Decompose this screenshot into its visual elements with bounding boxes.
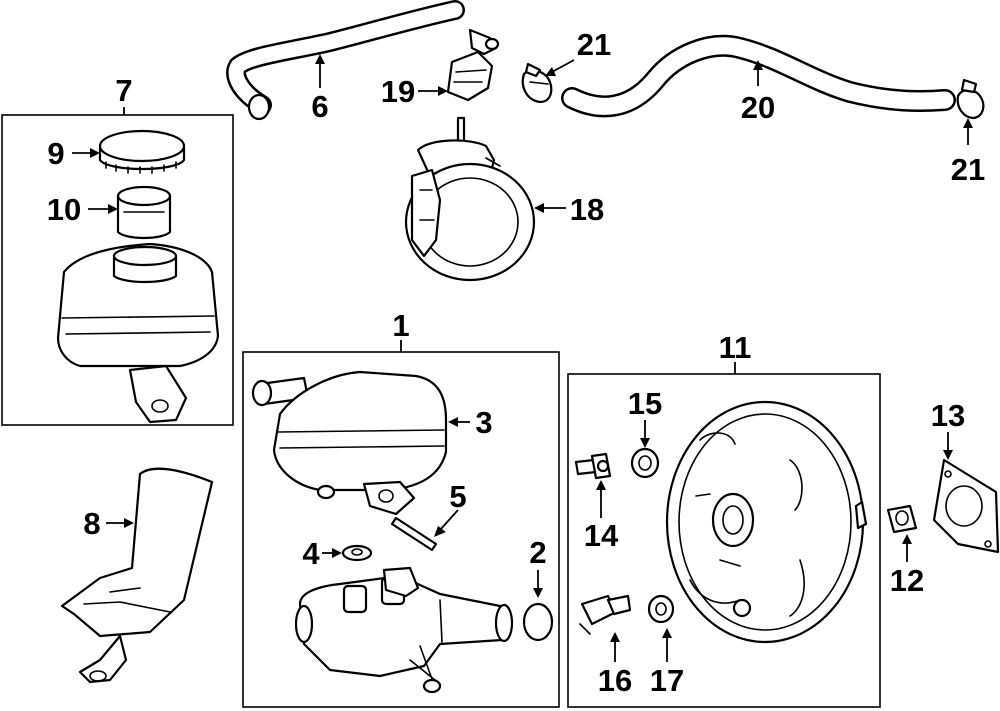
reservoir-tank [56,242,220,424]
callout-16: 16 [598,663,632,698]
part-17-grommet [647,594,675,624]
part-13-gasket [932,458,1000,554]
callout-21-upper: 21 [577,27,611,62]
callout-6: 6 [311,89,328,124]
callout-21-right: 21 [951,152,985,187]
reservoir-group-box [1,114,234,426]
callout-9: 9 [47,136,64,171]
callout-8: 8 [83,506,100,541]
part-5-pin [390,516,438,552]
callout-19: 19 [381,74,415,109]
part-12-clevis [886,504,918,534]
part-3-cylinder-reservoir [251,370,448,516]
callout-14: 14 [584,518,619,553]
callout-10: 10 [47,192,81,227]
part-11-brake-booster [665,400,868,644]
part-19-check-valve [446,28,500,102]
callout-12: 12 [890,563,924,598]
callout-labels: 6 7 9 10 19 21 20 21 18 1 11 3 5 4 2 8 1… [47,27,985,698]
part-20-hose [561,34,956,118]
booster-group-box [567,373,881,708]
callout-18: 18 [570,192,604,227]
callout-11: 11 [719,330,752,365]
callout-2: 2 [529,535,546,570]
part-18-vacuum-pump [404,116,536,282]
part-2-o-ring [522,602,554,642]
leader-lines [72,54,973,662]
part-4-seal [341,544,373,562]
callout-13: 13 [931,398,965,433]
master-cylinder-body [294,566,514,694]
part-9-cap [98,129,186,174]
callout-7: 7 [115,73,132,108]
callout-3: 3 [475,405,492,440]
part-14-fitting [574,452,612,480]
part-15-grommet [630,447,660,479]
part-21-clamp-upper [521,62,553,104]
part-6-hose [226,0,465,121]
callout-15: 15 [628,386,662,421]
part-16-sensor [579,594,632,635]
part-21-clamp-right [956,78,985,120]
part-10-strainer [116,185,172,240]
callout-20: 20 [741,90,775,125]
part-8-bracket [60,467,214,684]
callout-1: 1 [392,308,409,343]
callout-5: 5 [449,479,466,514]
callout-4: 4 [302,536,320,571]
callout-17: 17 [650,663,684,698]
